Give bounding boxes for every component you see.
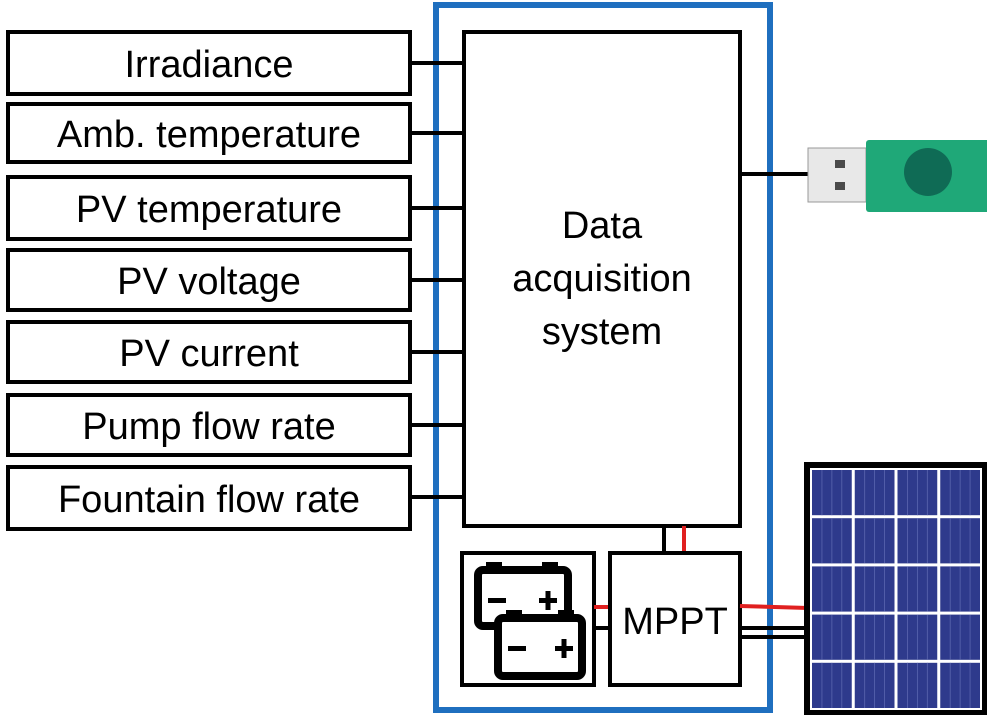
daq-label-line1: Data — [562, 205, 643, 247]
mppt-panel-wire-red — [739, 604, 809, 610]
sensor-pv-voltage: PV voltage — [6, 248, 464, 312]
sensor-label: Irradiance — [125, 44, 294, 86]
daq-label-line3: system — [542, 311, 662, 353]
sensor-label: PV voltage — [117, 261, 301, 303]
sensor-pv-temperature: PV temperature — [6, 175, 464, 241]
sensor-pump-flow-rate: Pump flow rate — [6, 393, 464, 457]
data-acquisition-system: Data acquisition system — [462, 30, 742, 528]
usb-drive-icon — [807, 140, 987, 212]
battery-box — [460, 551, 596, 687]
daq-label-line2: acquisition — [512, 258, 692, 300]
sensor-irradiance: Irradiance — [6, 30, 464, 96]
mppt-label: MPPT — [622, 601, 728, 643]
mppt-controller: MPPT — [608, 551, 742, 687]
enclosure-border — [433, 2, 773, 713]
solar-panel-icon — [804, 462, 987, 715]
sensor-label: Amb. temperature — [57, 114, 361, 156]
sensor-amb-temperature: Amb. temperature — [6, 102, 464, 164]
sensor-label: PV current — [119, 333, 299, 375]
sensor-list: Irradiance Amb. temperature PV temperatu… — [6, 30, 464, 531]
sensor-pv-current: PV current — [6, 320, 464, 384]
sensor-label: Pump flow rate — [82, 406, 335, 448]
battery-icon — [474, 562, 586, 680]
sensor-fountain-flow-rate: Fountain flow rate — [6, 465, 464, 531]
sensor-label: Fountain flow rate — [58, 479, 360, 521]
sensor-label: PV temperature — [76, 189, 342, 231]
